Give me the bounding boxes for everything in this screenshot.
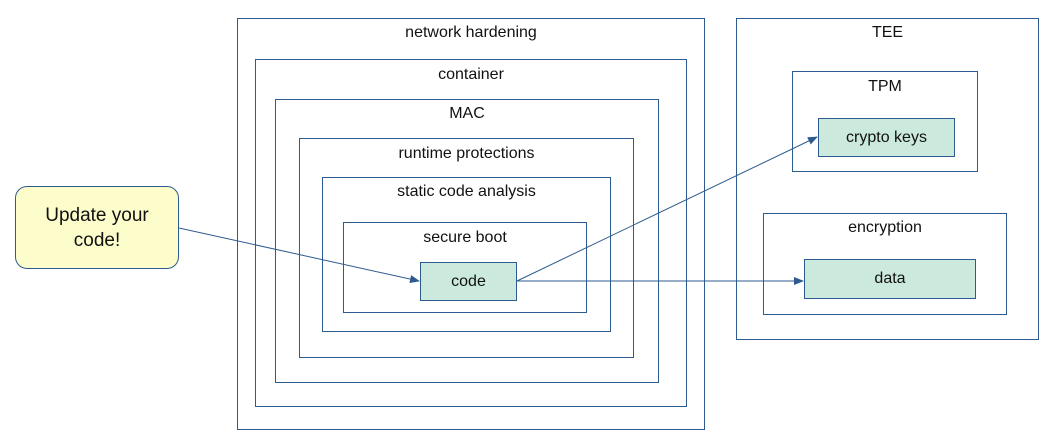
- runtime-protections-label: runtime protections: [398, 145, 535, 162]
- update-code-note-text: Update your code!: [45, 204, 149, 251]
- mac-label: MAC: [449, 105, 485, 122]
- code-label: code: [451, 272, 486, 290]
- encryption-label: encryption: [848, 219, 922, 236]
- network-hardening-label: network hardening: [405, 24, 537, 41]
- crypto-keys-box: crypto keys: [818, 118, 955, 157]
- tpm-box: TPM: [792, 71, 978, 172]
- data-label: data: [874, 270, 906, 287]
- data-box: data: [804, 259, 976, 299]
- crypto-keys-label: crypto keys: [846, 128, 927, 146]
- code-box: code: [420, 262, 517, 301]
- container-label: container: [438, 66, 504, 83]
- update-code-note: Update your code!: [15, 186, 179, 269]
- tpm-label: TPM: [868, 78, 902, 95]
- tee-label: TEE: [871, 24, 904, 41]
- static-code-analysis-label: static code analysis: [397, 183, 536, 200]
- secure-boot-label: secure boot: [423, 229, 507, 246]
